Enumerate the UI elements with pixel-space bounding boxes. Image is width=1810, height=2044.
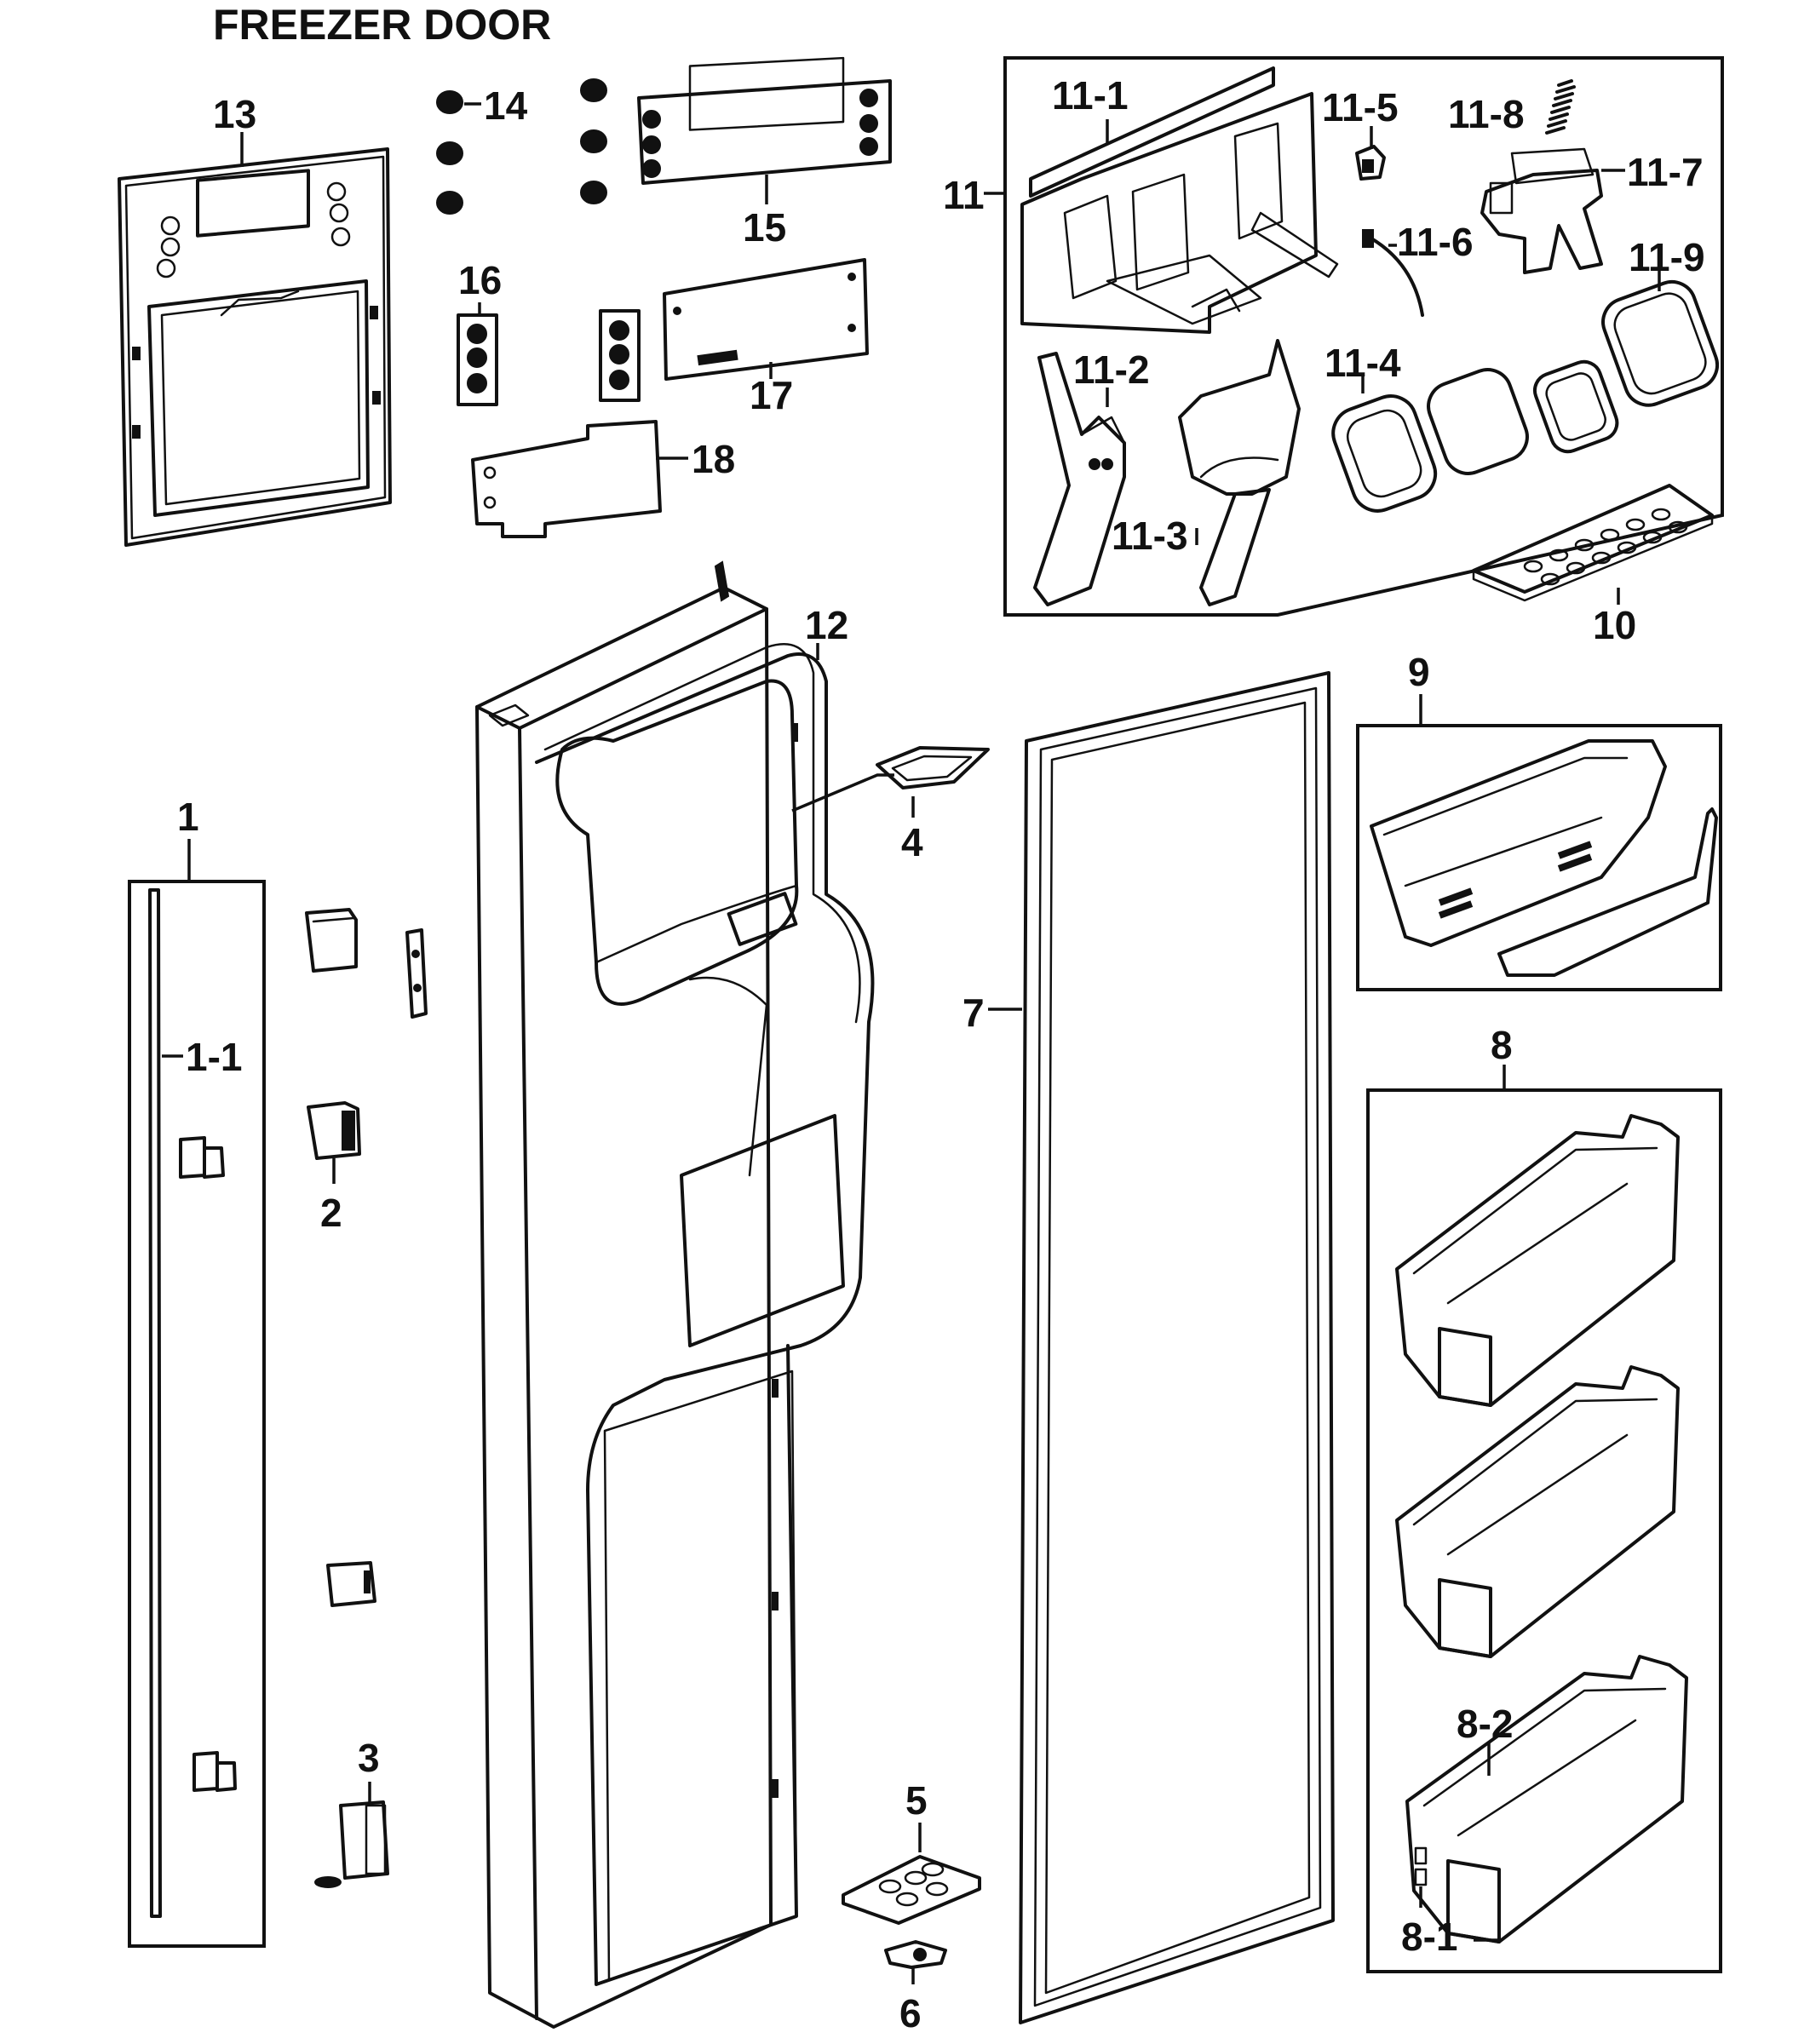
part-11-4-seals	[1331, 359, 1619, 513]
label-11-4: 11-4	[1324, 341, 1401, 385]
label-12: 12	[805, 603, 848, 647]
part-11-2-lever-arm	[1033, 352, 1126, 606]
label-1: 1	[177, 795, 199, 839]
label-11: 11	[943, 173, 985, 217]
part-14-knobs	[436, 78, 607, 215]
part-1-group-box	[128, 880, 266, 1948]
part-6-hinge-block	[884, 1940, 947, 1969]
label-13: 13	[213, 92, 256, 136]
label-2: 2	[320, 1191, 342, 1235]
label-4: 4	[901, 820, 923, 864]
label-18: 18	[692, 437, 735, 481]
part-15-display-bracket	[637, 56, 892, 185]
label-5: 5	[905, 1778, 928, 1823]
label-11-1: 11-1	[1052, 73, 1129, 118]
part-9-door-bin	[1370, 739, 1718, 977]
part-17-pcb	[663, 258, 869, 381]
label-14: 14	[484, 83, 528, 128]
part-3-hinge-pin	[314, 1800, 389, 1888]
part-11-3-paddle	[1178, 339, 1301, 606]
label-8: 8	[1491, 1023, 1513, 1067]
label-11-3: 11-3	[1112, 514, 1188, 558]
label-9: 9	[1408, 650, 1430, 694]
label-3: 3	[358, 1736, 380, 1780]
label-11-9: 11-9	[1629, 235, 1705, 279]
label-11-8: 11-8	[1448, 92, 1525, 136]
label-17: 17	[750, 373, 793, 417]
part-11-7-lever	[1480, 147, 1603, 274]
part-8-2-bin-bottom	[1405, 1655, 1688, 1944]
part-16-switch-pads	[457, 309, 641, 406]
part-11-5-clip	[1355, 145, 1386, 181]
label-10: 10	[1593, 603, 1636, 647]
part-2-clip	[307, 1101, 361, 1160]
label-7: 7	[962, 990, 985, 1035]
label-11-2: 11-2	[1073, 347, 1150, 392]
part-8-1-bin-clip	[1414, 1846, 1428, 1886]
label-6: 6	[899, 1991, 922, 2035]
label-8-1: 8-1	[1401, 1915, 1457, 1959]
part-18-bracket	[471, 420, 662, 538]
part-7-door-gasket	[1019, 671, 1335, 2024]
part-8-group-box	[1366, 1088, 1722, 1973]
part-1-1-strip	[148, 888, 237, 1918]
label-8-2: 8-2	[1457, 1702, 1513, 1746]
part-4-cap	[876, 746, 990, 789]
part-11-6-wire	[1362, 229, 1424, 317]
diagram-title: FREEZER DOOR	[213, 1, 551, 49]
part-10-drip-tray	[1472, 484, 1714, 602]
label-11-6: 11-6	[1397, 220, 1474, 264]
part-hinge-clips	[305, 908, 428, 1607]
label-1-1: 1-1	[186, 1035, 242, 1079]
part-9-group-box	[1356, 724, 1722, 991]
label-16: 16	[458, 258, 502, 302]
part-11-group-box	[1003, 56, 1724, 617]
part-11-1-dispenser-housing	[1020, 66, 1339, 334]
label-11-5: 11-5	[1322, 85, 1399, 129]
label-15: 15	[743, 205, 786, 250]
part-5-hinge-plate	[842, 1855, 981, 1925]
part-11-9-gasket	[1601, 279, 1720, 407]
label-11-7: 11-7	[1627, 150, 1704, 194]
part-13-panel-frame	[118, 147, 392, 547]
part-12-freezer-door	[475, 560, 875, 2029]
part-8-bin-middle	[1395, 1365, 1680, 1658]
part-8-bin-top	[1395, 1114, 1680, 1407]
part-11-8-spring	[1545, 79, 1576, 135]
